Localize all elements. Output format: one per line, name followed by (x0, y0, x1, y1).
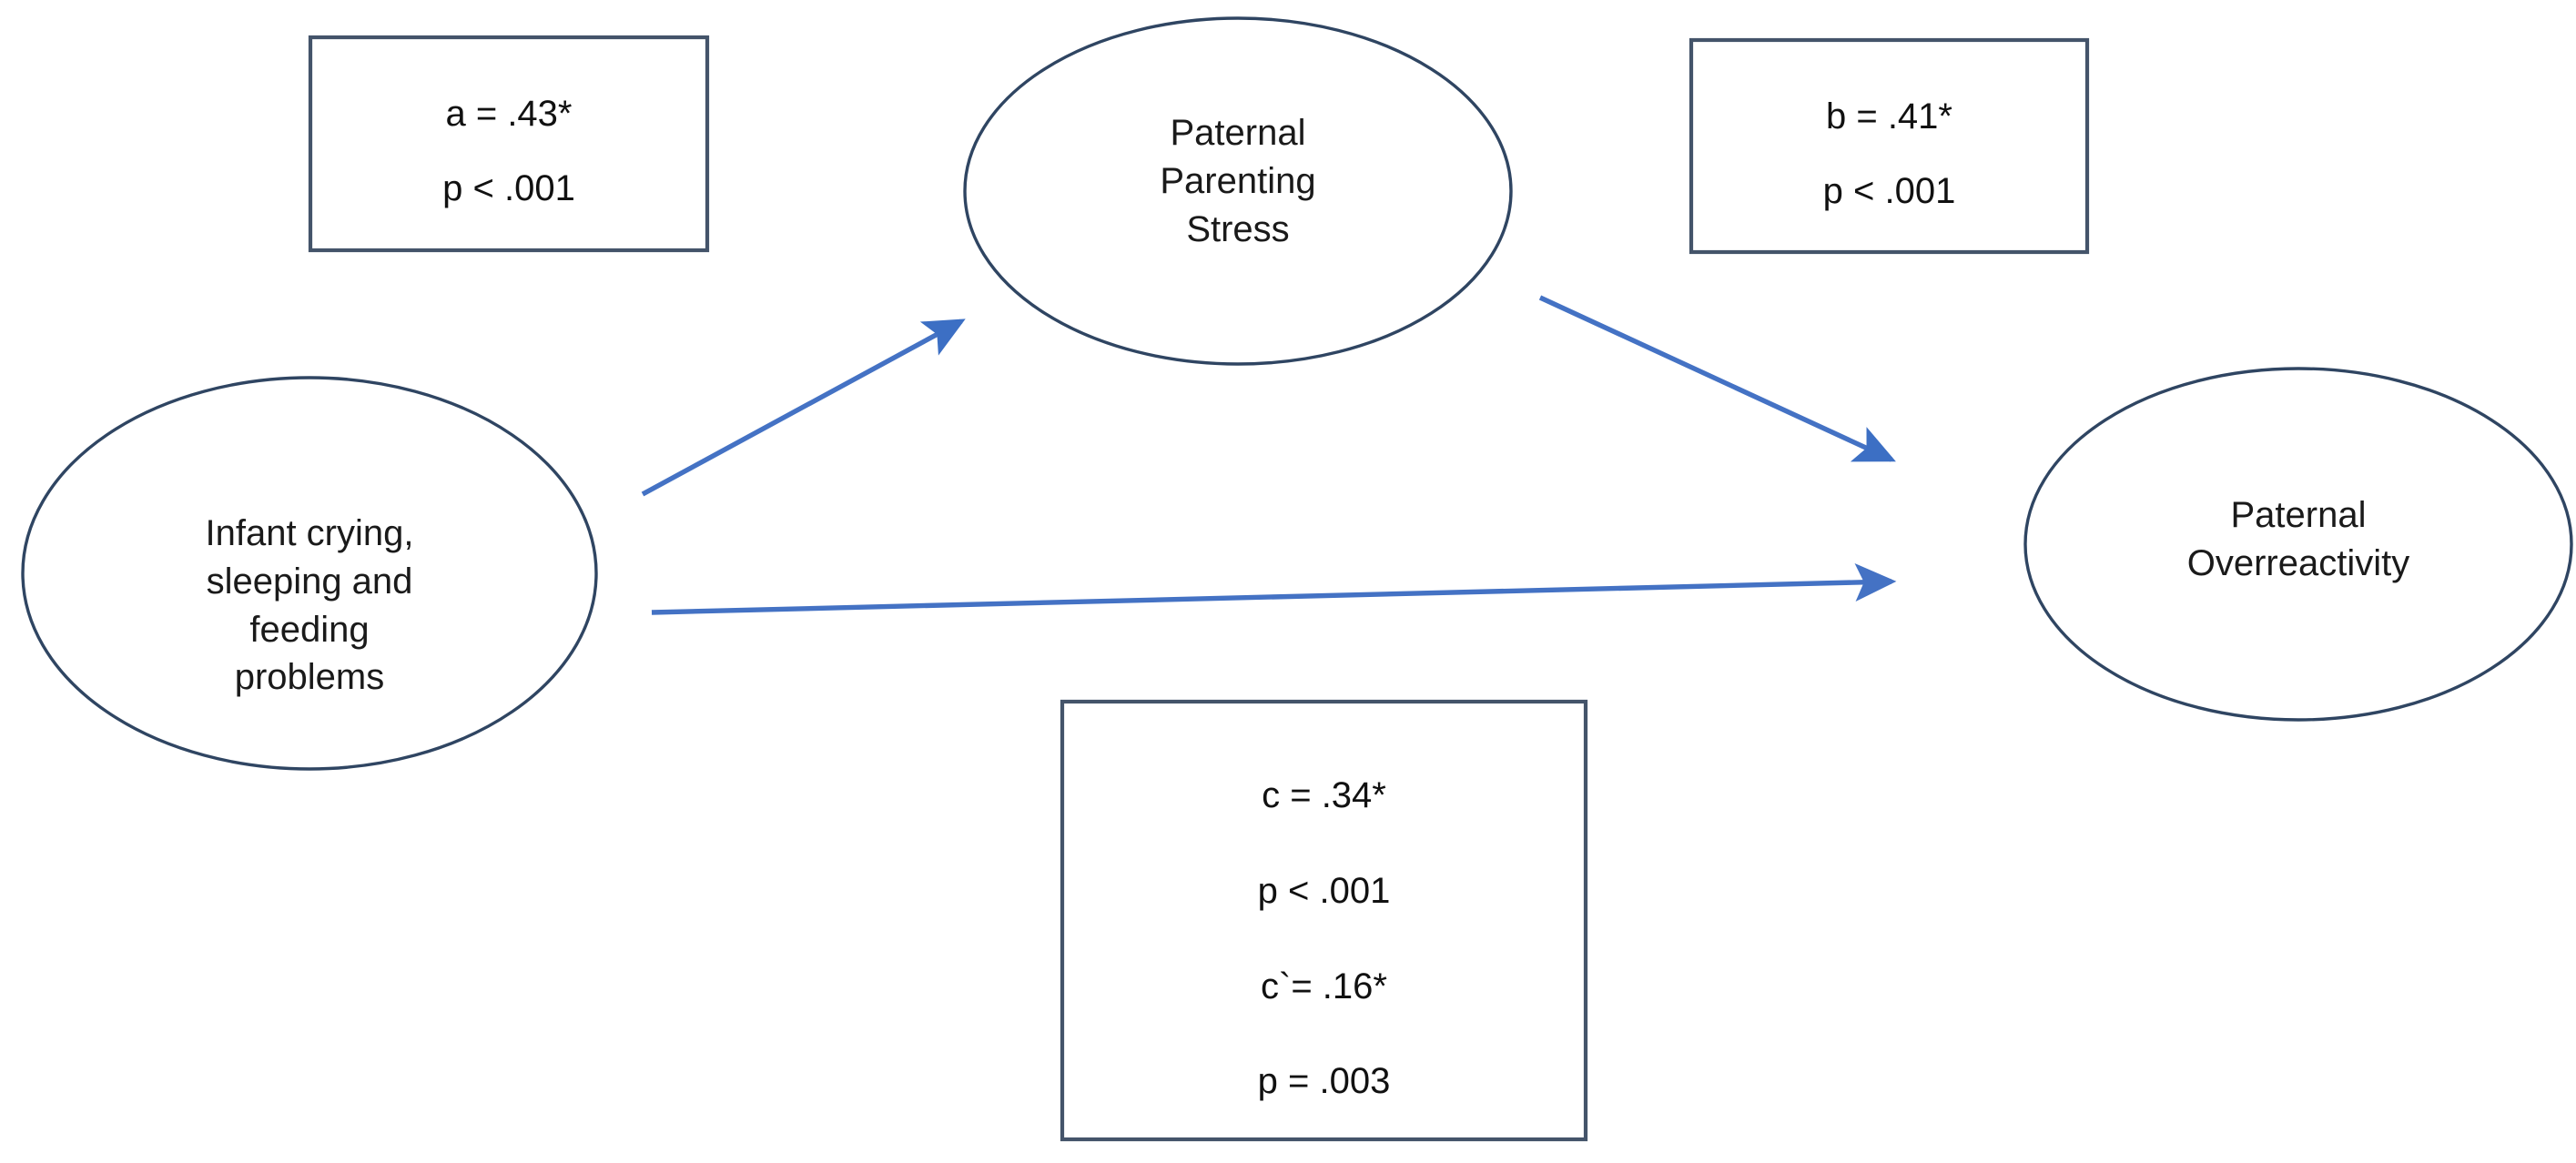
stat-box-a-rect (308, 35, 710, 253)
node-ellipse-outcome (2023, 367, 2573, 722)
path-arrow-a (641, 319, 966, 497)
stat-box-c-rect (1060, 699, 1588, 1142)
node-ellipse-mediator (963, 16, 1513, 366)
stat-box-b-rect (1689, 37, 2090, 255)
path-arrow-c (651, 562, 1897, 615)
path-arrow-b (1538, 295, 1896, 462)
node-ellipse-source (21, 376, 598, 771)
